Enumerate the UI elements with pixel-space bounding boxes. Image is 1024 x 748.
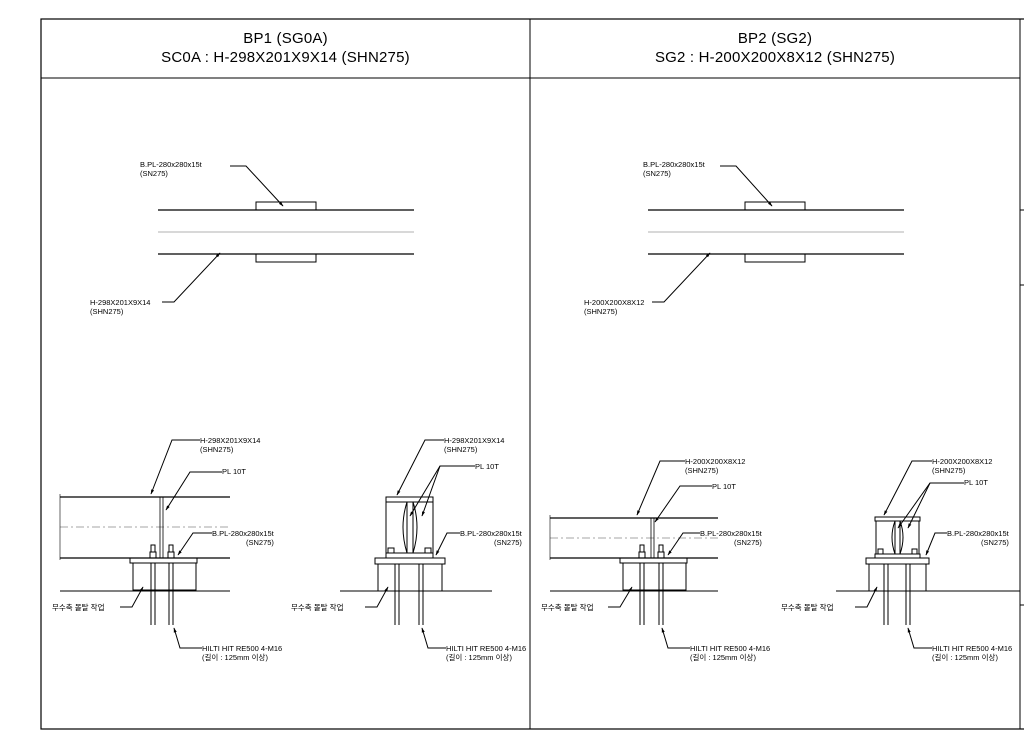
header-bp2: BP2 (SG2) SG2 : H-200X200X8X12 (SHN275): [530, 29, 1020, 67]
section-stiffener-label: PL 10T: [964, 478, 988, 487]
plan-view-bp1: [158, 165, 414, 303]
section-beam-label: H-200X200X8X12(SHN275): [932, 457, 993, 475]
elevation-grout-label: 무수축 몰탈 작업: [541, 603, 594, 612]
elevation-stiffener-label: PL 10T: [712, 482, 736, 491]
sheet-frame: [40, 18, 1024, 730]
plan-plate-label: B.PL-280x280x15t(SN275): [643, 160, 705, 178]
elevation-beam-label: H-200X200X8X12(SHN275): [685, 457, 746, 475]
section-plate-label: B.PL-280x280x15t(SN275): [947, 529, 1009, 547]
section-plate-label: B.PL-280x280x15t(SN275): [460, 529, 522, 547]
plan-beam-label: H-200X200X8X12(SHN275): [584, 298, 645, 316]
plan-plate-label: B.PL-280x280x15t(SN275): [140, 160, 202, 178]
panel-subtitle: SC0A : H-298X201X9X14 (SHN275): [161, 49, 410, 66]
panel-subtitle: SG2 : H-200X200X8X12 (SHN275): [654, 49, 896, 66]
section-view-bp2: [836, 460, 1020, 649]
section-anchor-label: HILTI HIT RE500 4-M16(길이 : 125mm 이상): [932, 644, 1013, 662]
section-view-bp1: [340, 439, 492, 649]
elevation-plate-label: B.PL-280x280x15t(SN275): [700, 529, 762, 547]
elevation-anchor-label: HILTI HIT RE500 4-M16(길이 : 125mm 이상): [202, 644, 283, 662]
panel-title: BP1 (SG0A): [243, 30, 328, 47]
elevation-anchor-label: HILTI HIT RE500 4-M16(길이 : 125mm 이상): [690, 644, 771, 662]
elevation-view-bp1: [59, 439, 230, 649]
plan-view-bp2: [648, 165, 904, 303]
elevation-stiffener-label: PL 10T: [222, 467, 246, 476]
section-anchor-label: HILTI HIT RE500 4-M16(길이 : 125mm 이상): [446, 644, 527, 662]
elevation-view-bp2: [549, 460, 718, 649]
section-stiffener-label: PL 10T: [475, 462, 499, 471]
section-grout-label: 무수축 몰탈 작업: [781, 603, 834, 612]
plan-beam-label: H-298X201X9X14(SHN275): [90, 298, 151, 316]
elevation-grout-label: 무수축 몰탈 작업: [52, 603, 105, 612]
section-beam-label: H-298X201X9X14(SHN275): [444, 436, 505, 454]
header-bp1: BP1 (SG0A) SC0A : H-298X201X9X14 (SHN275…: [41, 29, 530, 67]
panel-title: BP2 (SG2): [737, 30, 813, 47]
elevation-beam-label: H-298X201X9X14(SHN275): [200, 436, 261, 454]
section-grout-label: 무수축 몰탈 작업: [291, 603, 344, 612]
elevation-plate-label: B.PL-280x280x15t(SN275): [212, 529, 274, 547]
